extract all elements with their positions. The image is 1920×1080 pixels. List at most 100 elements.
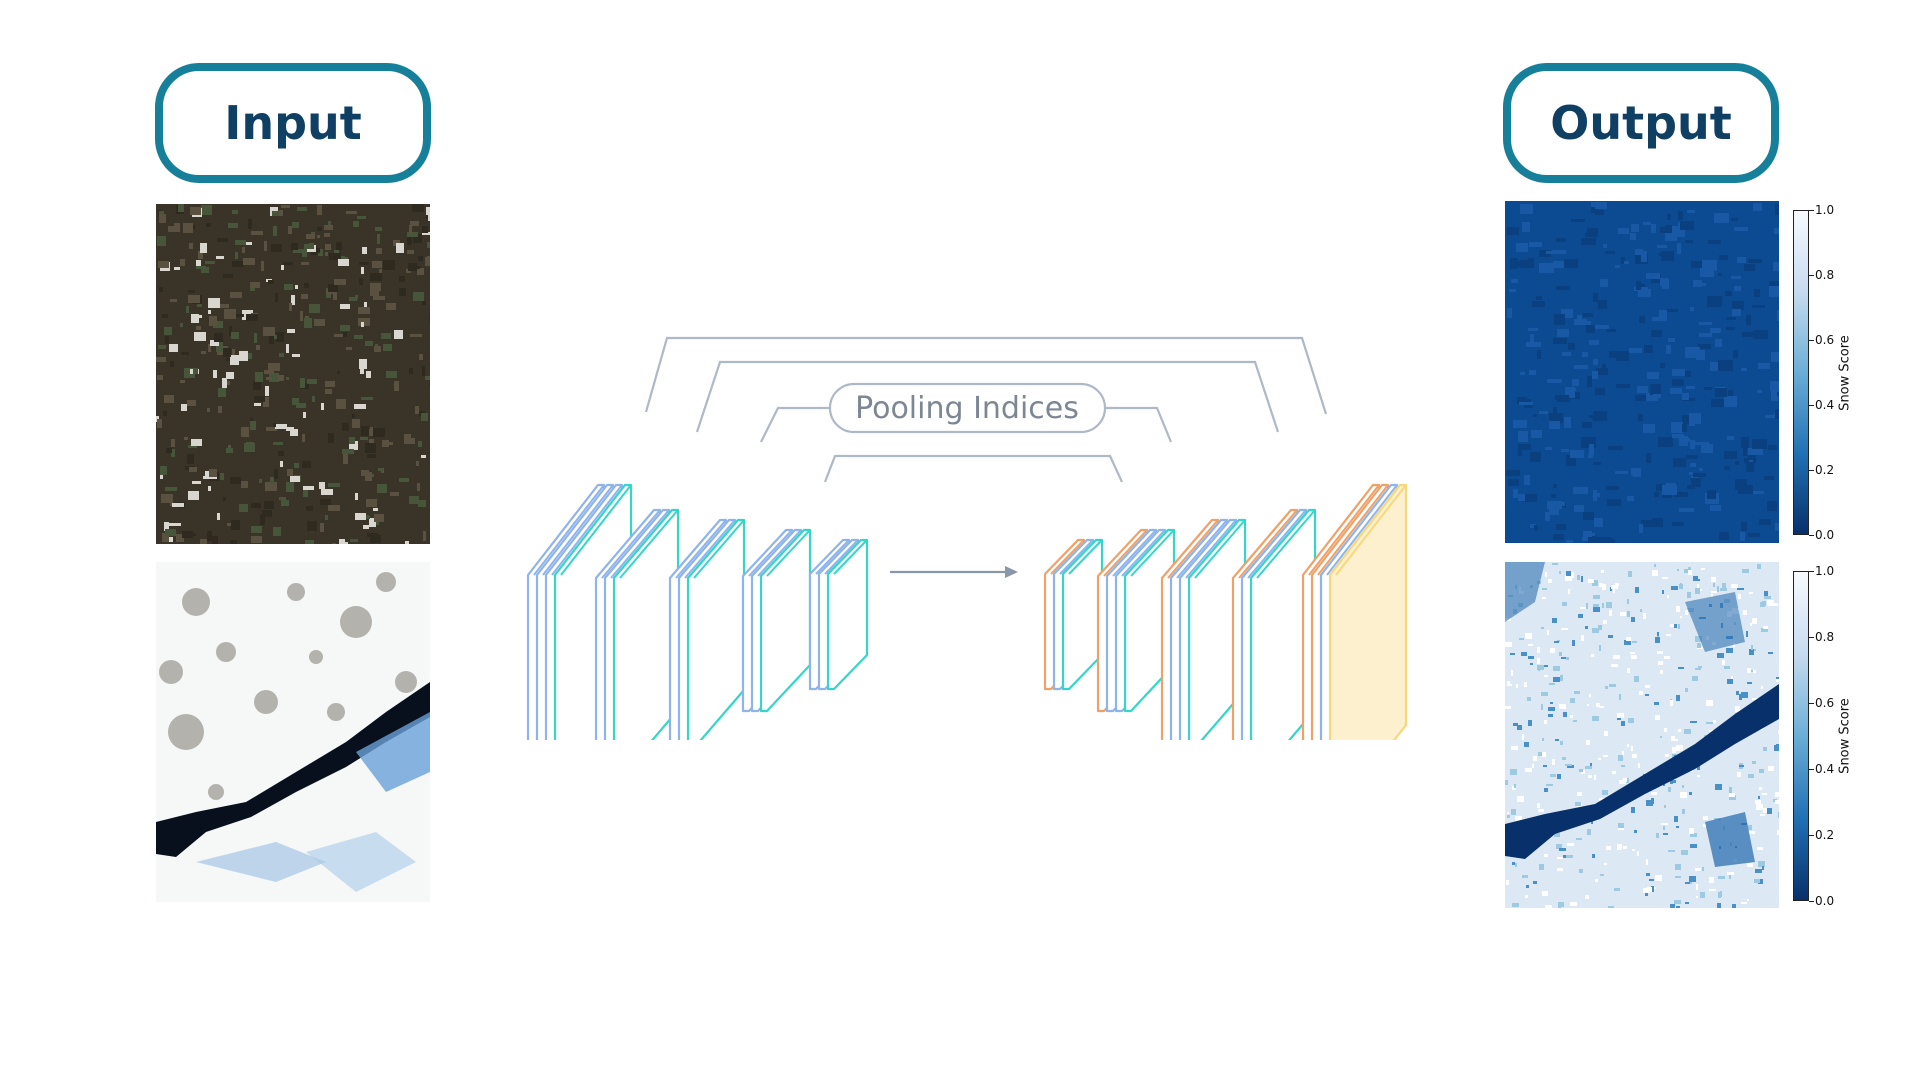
snow-map-texture-patch xyxy=(1662,590,1664,594)
snow-map-texture-patch xyxy=(1709,730,1713,732)
urban-texture-patch xyxy=(281,500,289,506)
snow-map-texture-patch xyxy=(1527,697,1531,701)
snow-map-texture-patch xyxy=(1695,668,1701,670)
urban-texture-patch xyxy=(370,535,381,543)
snow-map-texture-patch xyxy=(1558,907,1561,908)
snow-map-texture-patch xyxy=(1739,765,1744,767)
urban-texture-patch xyxy=(250,421,256,430)
urban-texture-patch xyxy=(181,352,189,355)
network-layers xyxy=(526,483,1408,740)
snow-map-texture-patch xyxy=(1637,386,1648,393)
snow-map-texture-patch xyxy=(1574,505,1584,512)
snow-map-texture-patch xyxy=(1686,455,1698,459)
snow-map-texture-patch xyxy=(1690,440,1695,449)
snow-map-texture-patch xyxy=(1764,476,1774,480)
snow-map-texture-patch xyxy=(1517,725,1522,730)
urban-texture-patch xyxy=(228,223,238,228)
snow-map-texture-patch xyxy=(1768,652,1773,654)
urban-texture-patch xyxy=(273,226,277,236)
urban-texture-patch xyxy=(164,522,169,531)
urban-texture-patch xyxy=(361,322,364,327)
urban-texture-patch xyxy=(294,463,299,468)
snow-map-texture-patch xyxy=(1626,778,1629,783)
urban-texture-patch xyxy=(302,249,307,257)
snow-map-texture-patch xyxy=(1682,785,1684,788)
snow-map-texture-patch xyxy=(1589,694,1591,697)
urban-texture-patch xyxy=(427,242,430,248)
snow-map-texture-patch xyxy=(1593,604,1599,607)
snow-map-texture-patch xyxy=(1519,402,1533,405)
snow-map-texture-patch xyxy=(1775,792,1779,797)
urban-texture-patch xyxy=(346,211,357,214)
snow-map-texture-patch xyxy=(1599,645,1601,651)
urban-texture-patch xyxy=(264,370,274,374)
snow-map-texture-patch xyxy=(1580,607,1587,609)
urban-texture-patch xyxy=(309,304,320,313)
snow-map-texture-patch xyxy=(1778,812,1779,818)
snow-map-texture-patch xyxy=(1677,243,1681,254)
urban-texture-patch xyxy=(337,371,340,374)
urban-texture-patch xyxy=(422,366,425,376)
snow-map-texture-patch xyxy=(1700,892,1705,898)
snow-map-texture-patch xyxy=(1693,473,1706,477)
urban-texture-patch xyxy=(355,493,358,500)
snow-map-texture-patch xyxy=(1606,602,1612,608)
urban-texture-patch xyxy=(422,226,428,233)
snow-map-texture-patch xyxy=(1573,720,1577,722)
decoder-layer-0-1-edge xyxy=(1059,539,1094,575)
output-snow-map-urban xyxy=(1505,201,1779,543)
colorbar-top-tick: 0.8 xyxy=(1815,268,1835,282)
snow-map-texture-patch xyxy=(1674,492,1688,497)
urban-texture-patch xyxy=(268,363,280,371)
snow-map-texture-patch xyxy=(1627,611,1630,617)
snow-map-texture-patch xyxy=(1583,313,1593,317)
skip-connection xyxy=(1105,406,1173,443)
urban-texture-patch xyxy=(340,325,350,331)
snow-map-texture-patch xyxy=(1778,730,1779,734)
snow-map-texture-patch xyxy=(1759,787,1762,790)
urban-texture-patch xyxy=(170,361,174,367)
snow-map-texture-patch xyxy=(1534,525,1538,531)
snow-map-texture-patch xyxy=(1672,369,1685,376)
snow-map-texture-patch xyxy=(1714,213,1729,223)
snow-map-texture-patch xyxy=(1644,345,1653,353)
snow-map-texture-patch xyxy=(1631,617,1635,622)
colorbar-bottom-gradient xyxy=(1793,571,1809,901)
snow-map-texture-patch xyxy=(1670,624,1674,627)
snow-map-texture-patch xyxy=(1548,707,1555,711)
urban-texture-patch xyxy=(338,259,349,266)
snow-map-texture-patch xyxy=(1718,876,1725,879)
colorbar-top-tick: 1.0 xyxy=(1815,203,1835,217)
urban-texture-patch xyxy=(251,526,262,533)
urban-texture-patch xyxy=(336,242,342,250)
snow-map-texture-patch xyxy=(1579,769,1583,772)
snow-map-texture-patch xyxy=(1583,512,1594,520)
snow-map-texture-patch xyxy=(1732,309,1741,316)
snow-map-texture-patch xyxy=(1631,746,1633,751)
urban-texture-patch xyxy=(374,514,384,522)
snow-map-texture-patch xyxy=(1692,676,1698,681)
urban-texture-patch xyxy=(352,414,355,418)
snow-map-texture-patch xyxy=(1672,522,1684,526)
urban-texture-patch xyxy=(262,510,272,517)
snow-map-texture-patch xyxy=(1595,388,1605,395)
snow-map-texture-patch xyxy=(1763,747,1767,751)
snow-map-texture-patch xyxy=(1668,338,1675,342)
urban-texture-patch xyxy=(208,344,211,352)
urban-texture-patch xyxy=(216,256,224,259)
urban-texture-patch xyxy=(260,515,265,525)
urban-texture-patch xyxy=(283,262,293,265)
snow-map-texture-patch xyxy=(1724,396,1737,407)
encoder-layer-4-1-edge xyxy=(824,539,859,575)
snow-map-texture-patch xyxy=(1545,512,1550,521)
snow-map-texture-patch xyxy=(1731,276,1741,279)
snow-map-texture-patch xyxy=(1752,698,1758,700)
snow-map-texture-patch xyxy=(1677,569,1679,571)
urban-texture-patch xyxy=(286,377,289,380)
snow-map-texture-patch xyxy=(1531,430,1542,438)
urban-texture-patch xyxy=(246,314,258,321)
snow-map-texture-patch xyxy=(1622,751,1624,756)
snow-map-texture-patch xyxy=(1660,278,1668,286)
snow-map-texture-patch xyxy=(1542,752,1546,757)
snow-map-texture-patch xyxy=(1624,261,1629,264)
